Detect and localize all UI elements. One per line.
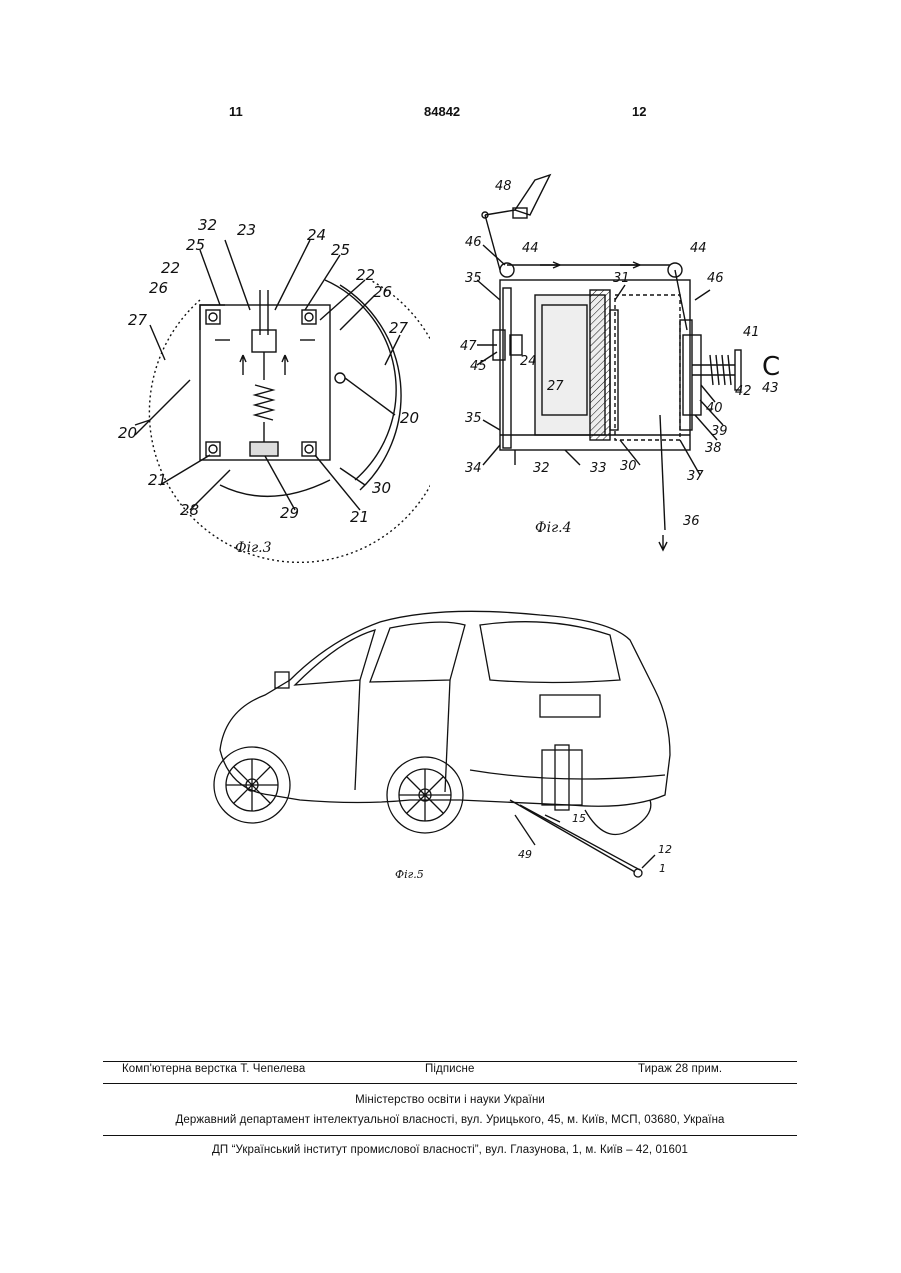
department-line: Державний департамент інтелектуальної вл… bbox=[103, 1114, 797, 1126]
fig3-label: 27 bbox=[128, 311, 148, 329]
fig4-label: 44 bbox=[522, 241, 539, 256]
fig4-label: 27 bbox=[547, 379, 564, 394]
fig3-label: 25 bbox=[331, 241, 350, 259]
fig4-label: 43 bbox=[762, 381, 779, 396]
fig4-label: 38 bbox=[705, 441, 722, 456]
fig4-label: 48 bbox=[495, 179, 512, 194]
figure-3-drawing: 32 23 24 25 25 22 22 26 26 27 27 20 20 2… bbox=[110, 210, 430, 565]
fig5-label: 1 bbox=[659, 862, 666, 875]
footer-rule-middle bbox=[103, 1083, 797, 1084]
subscription-note: Підписне bbox=[425, 1063, 474, 1075]
fig4-label: 44 bbox=[690, 241, 707, 256]
circulation-note: Тираж 28 прим. bbox=[638, 1063, 722, 1075]
figure-4-drawing: 48 46 44 44 46 31 35 47 45 24 27 35 34 3… bbox=[455, 170, 790, 560]
fig3-label: 23 bbox=[237, 221, 256, 239]
fig4-label: 32 bbox=[533, 461, 550, 476]
fig3-label: 25 bbox=[186, 236, 205, 254]
fig3-label: 22 bbox=[356, 266, 375, 284]
fig3-label: 32 bbox=[198, 216, 217, 234]
fig3-label: 30 bbox=[372, 479, 391, 497]
fig4-label: 35 bbox=[465, 271, 482, 286]
fig4-label: 34 bbox=[465, 461, 482, 476]
ministry-line: Міністерство освіти і науки України bbox=[103, 1094, 797, 1106]
fig4-label: 40 bbox=[706, 401, 723, 416]
fig4-label: 46 bbox=[465, 235, 482, 250]
fig3-label: 20 bbox=[118, 424, 137, 442]
fig4-label: 47 bbox=[460, 339, 477, 354]
fig3-caption: Фіг.3 bbox=[235, 540, 272, 556]
fig4-label: 33 bbox=[590, 461, 607, 476]
fig3-label: 29 bbox=[280, 504, 299, 522]
page-number-right: 12 bbox=[632, 104, 646, 119]
fig3-label: 20 bbox=[400, 409, 419, 427]
fig4-label: 36 bbox=[683, 514, 700, 529]
footer-rule-bottom bbox=[103, 1135, 797, 1136]
fig4-label: 41 bbox=[743, 325, 760, 340]
fig4-label: 45 bbox=[470, 359, 487, 374]
fig5-label: 15 bbox=[572, 812, 586, 825]
fig3-label: 22 bbox=[161, 259, 180, 277]
fig4-label: 35 bbox=[465, 411, 482, 426]
page-number-left: 11 bbox=[229, 104, 243, 119]
patent-number: 84842 bbox=[424, 104, 460, 119]
fig4-label: 39 bbox=[711, 424, 728, 439]
figure-5-drawing: 15 49 12 1 Фіг.5 bbox=[210, 600, 680, 890]
fig5-label: 49 bbox=[518, 848, 532, 861]
fig4-label: 42 bbox=[735, 384, 752, 399]
fig3-label: 28 bbox=[180, 501, 199, 519]
fig3-label: 26 bbox=[149, 279, 168, 297]
footer-rule-top bbox=[103, 1061, 797, 1062]
fig4-label: 46 bbox=[707, 271, 724, 286]
fig4-label: C bbox=[762, 352, 780, 382]
fig3-label: 21 bbox=[148, 471, 167, 489]
fig3-label: 24 bbox=[307, 226, 326, 244]
fig4-label: 30 bbox=[620, 459, 637, 474]
fig4-caption: Фіг.4 bbox=[535, 520, 572, 536]
fig3-label: 21 bbox=[350, 508, 369, 526]
fig5-caption: Фіг.5 bbox=[395, 868, 424, 881]
fig4-label: 24 bbox=[520, 354, 537, 369]
fig3-label: 26 bbox=[373, 283, 392, 301]
fig4-label: 31 bbox=[613, 271, 630, 286]
institute-line: ДП “Український інститут промислової вла… bbox=[103, 1144, 797, 1156]
fig4-label: 37 bbox=[687, 469, 704, 484]
fig3-label: 27 bbox=[389, 319, 409, 337]
typesetting-credit: Комп'ютерна верстка Т. Чепелева bbox=[122, 1063, 305, 1075]
fig5-label: 12 bbox=[658, 843, 672, 856]
